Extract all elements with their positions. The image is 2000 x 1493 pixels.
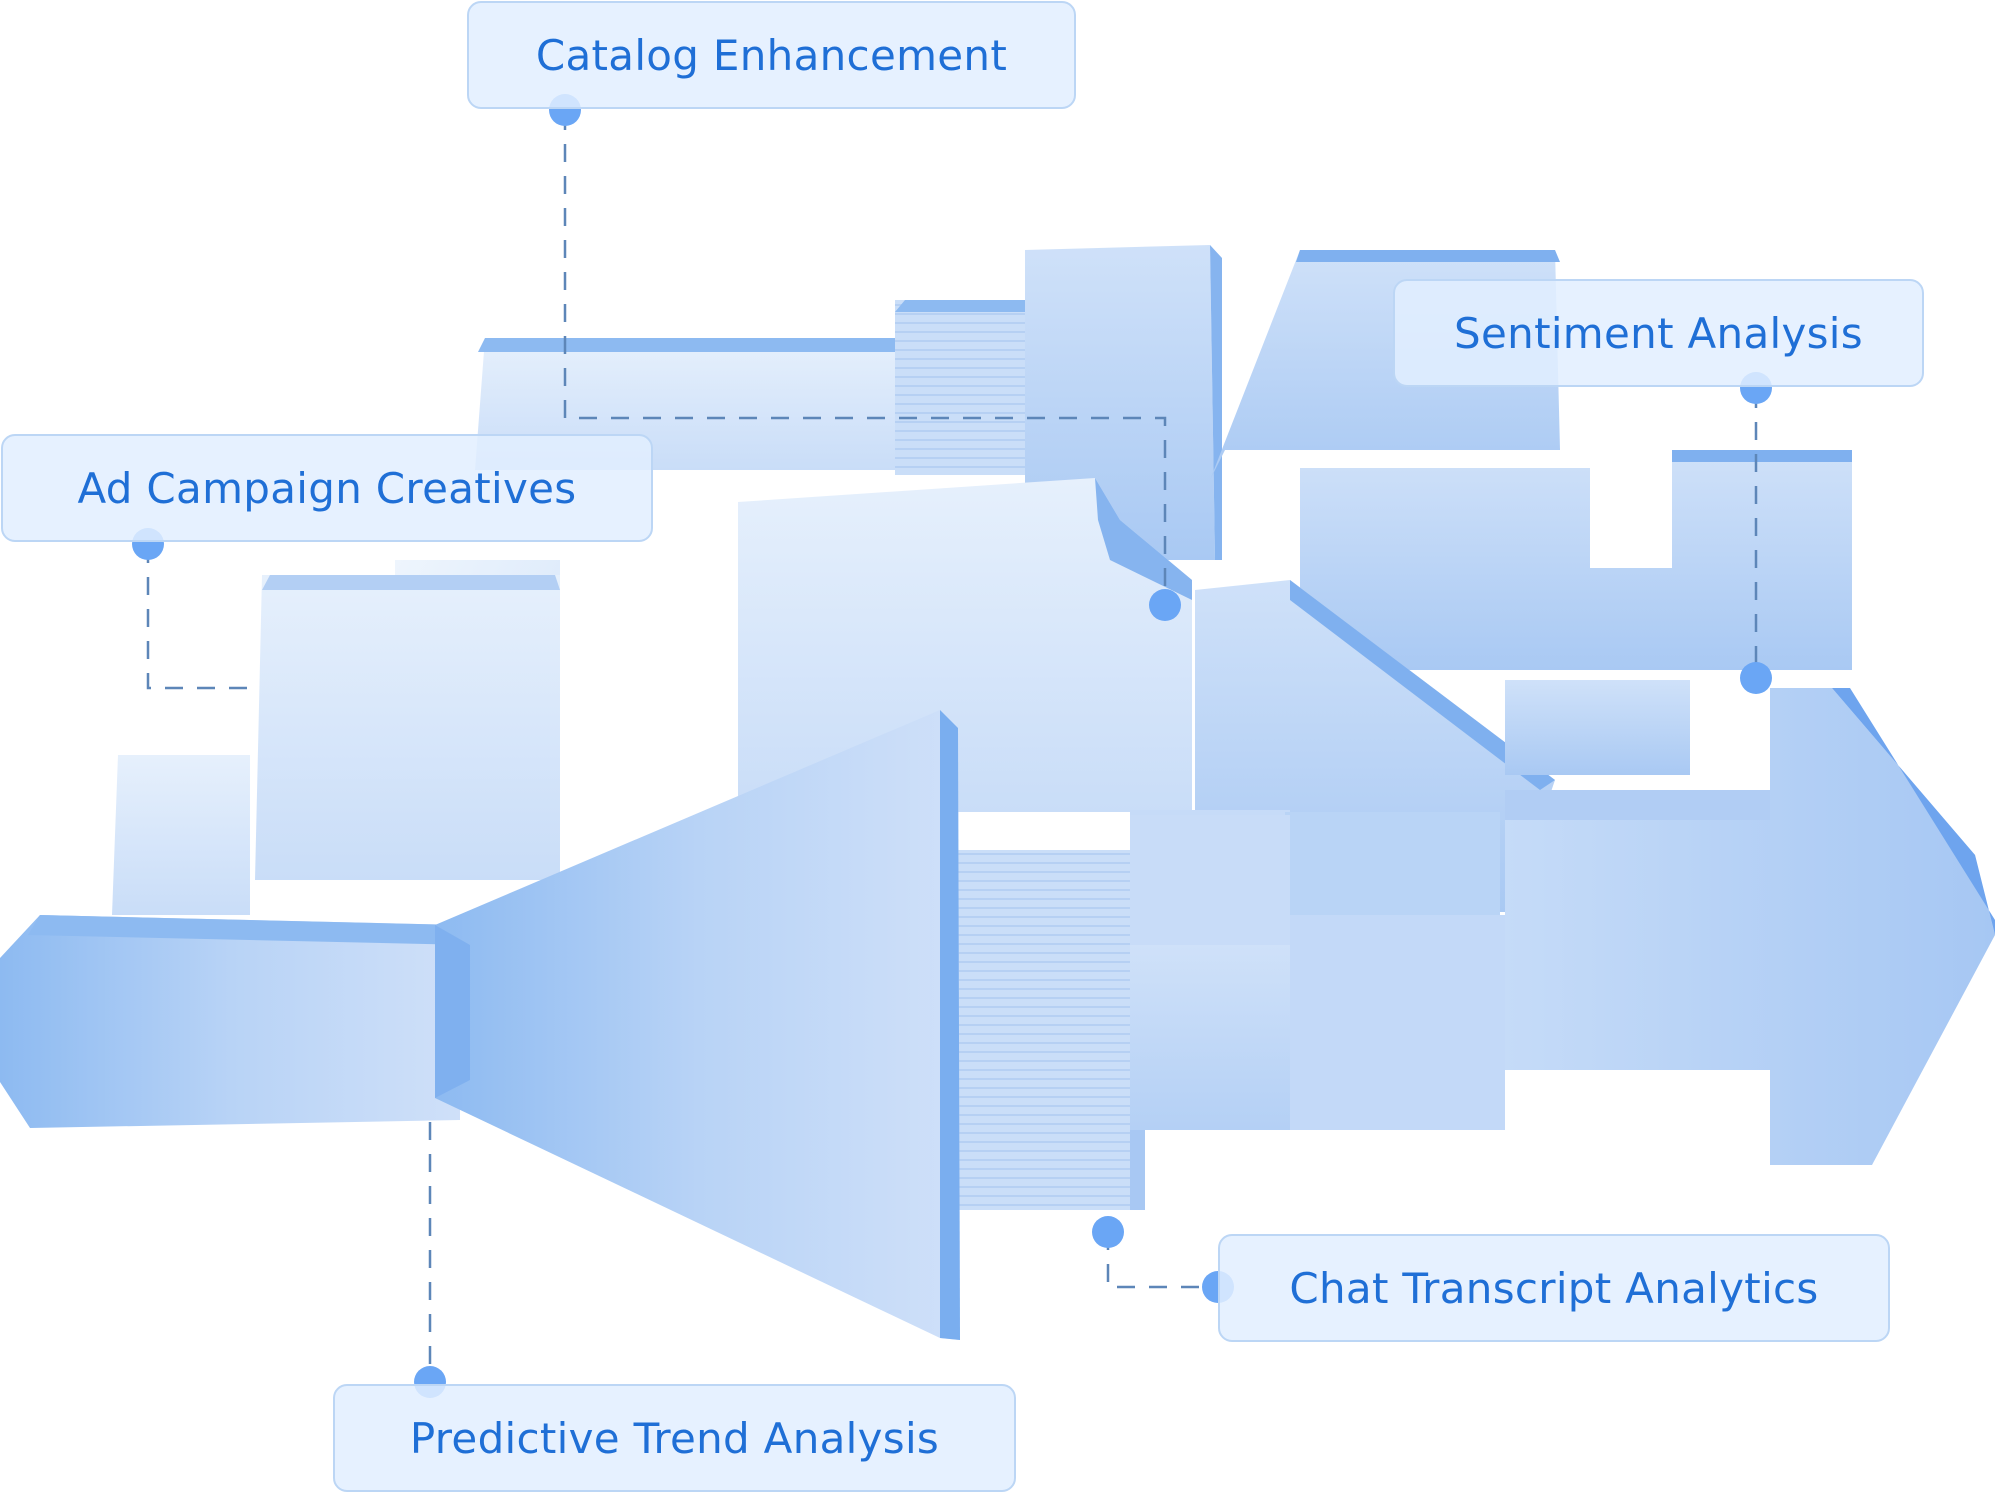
block-striped-top [895,300,1025,475]
chat-transcript-analytics-label: Chat Transcript Analytics [1218,1234,1890,1342]
block-small-left [112,755,250,915]
dot-sentiment-end [1740,662,1772,694]
block-right-c-shape-edge [1672,450,1852,462]
shaft-step-lower [1130,1130,1145,1210]
block-left-cube [255,575,560,880]
shaft-step-block [1130,815,1290,945]
arrow-left-shaft-top [28,915,470,945]
arrow-right-top-band [1505,790,1770,820]
block-tall-column-edge [1210,245,1222,560]
connector-catalog [563,112,1167,605]
predictive-trend-analysis-label: Predictive Trend Analysis [333,1384,1016,1492]
dot-chat-block [1092,1216,1124,1248]
block-center-large [738,478,1192,812]
arrow-left-head-shadow [435,925,470,1098]
block-center-large-shadow [1095,478,1192,600]
block-left-cube-edge [262,575,560,590]
dot-catalog-end [1149,589,1181,621]
block-right-step [1505,680,1690,775]
arrow-left-shaft [0,915,460,1128]
block-striped-top-edge [895,300,1025,312]
block-center-lower-2 [1285,812,1500,917]
block-zigzag-top-edge [1296,250,1560,262]
arrow-left-head [435,710,960,1340]
block-top-center-edge [478,338,900,352]
shaft-right-panel [1290,915,1505,1130]
connector-adcamp [146,545,255,690]
connector-chat [1106,1232,1218,1289]
shaft-striped-lower [945,850,1135,1210]
sentiment-analysis-label: Sentiment Analysis [1393,279,1924,387]
block-diagonal-slab-edge [1290,580,1555,790]
arrow-left-head-rim [940,710,960,1340]
catalog-enhancement-label: Catalog Enhancement [467,1,1076,109]
ad-campaign-creatives-label: Ad Campaign Creatives [1,434,653,542]
block-right-c-shape [1300,450,1852,670]
